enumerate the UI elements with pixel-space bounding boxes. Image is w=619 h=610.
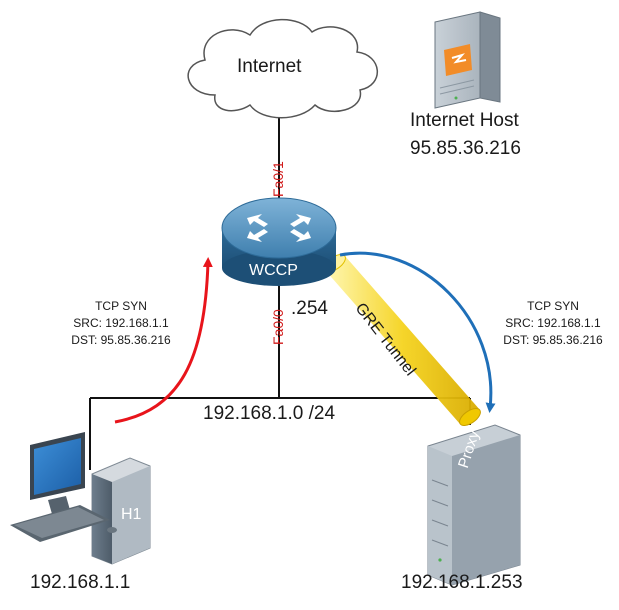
packet-left-line2: SRC: 192.168.1.1 [73,316,169,330]
internet-host-name: Internet Host [410,110,519,131]
red-syn-arrow [114,257,213,424]
h1-label: H1 [121,506,142,523]
internet-cloud [187,18,379,119]
proxy-ip: 192.168.1.253 [401,572,523,593]
interface-fa0-0: Fa0/0 [270,309,286,345]
wccp-router [221,197,337,286]
router-label: WCCP [249,262,298,279]
h1-ip: 192.168.1.1 [30,572,131,593]
packet-left-line3: DST: 95.85.36.216 [71,333,171,347]
proxy-server [427,424,521,586]
interface-fa0-1: Fa0/1 [270,161,286,197]
packet-left-line1: TCP SYN [95,299,147,313]
internet-host-server [434,11,501,109]
lan-subnet: 192.168.1.0 /24 [203,403,336,424]
h1-computer [10,432,151,565]
gre-tunnel [324,254,481,426]
packet-info-left: TCP SYN SRC: 192.168.1.1 DST: 95.85.36.2… [56,298,186,349]
router-arrows-icon [247,214,311,242]
packet-right-line1: TCP SYN [527,299,579,313]
packet-info-right: TCP SYN SRC: 192.168.1.1 DST: 95.85.36.2… [488,298,618,349]
router-host-octet: .254 [291,298,328,319]
internet-label: Internet [237,56,302,77]
packet-right-line2: SRC: 192.168.1.1 [505,316,601,330]
blue-redirect-arrow [339,251,496,413]
packet-right-line3: DST: 95.85.36.216 [503,333,603,347]
internet-host-ip: 95.85.36.216 [410,138,521,159]
